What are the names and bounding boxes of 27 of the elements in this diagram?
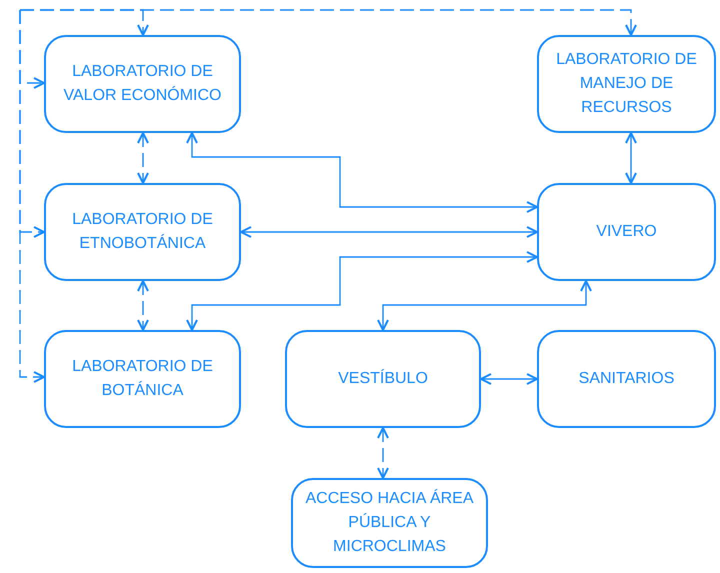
room-label: VIVERO bbox=[596, 222, 657, 242]
connector-arrow bbox=[137, 132, 149, 184]
room-box bbox=[44, 330, 241, 428]
connector-arrow bbox=[377, 427, 389, 479]
connector-arrow bbox=[480, 373, 538, 385]
room-label: SANITARIOS bbox=[578, 369, 674, 389]
connector-arrow bbox=[137, 280, 149, 331]
connector-arrow bbox=[625, 132, 637, 184]
room-label: VESTÍBULO bbox=[338, 368, 428, 389]
connector-arrow bbox=[240, 226, 538, 238]
connector-arrow bbox=[186, 251, 538, 331]
connector-arrow bbox=[20, 9, 637, 36]
room-label: ACCESO HACIA ÁREA PÚBLICA Y MICROCLIMAS bbox=[305, 488, 474, 557]
room-box bbox=[291, 478, 488, 568]
room-label: LABORATORIO DE BOTÁNICA bbox=[71, 357, 214, 401]
room-box bbox=[285, 330, 481, 428]
room-box bbox=[537, 35, 716, 133]
room-label: LABORATORIO DE MANEJO DE RECURSOS bbox=[555, 50, 698, 118]
room-label: LABORATORIO DE ETNOBOTÁNICA bbox=[71, 210, 214, 254]
connector-arrow bbox=[377, 280, 592, 331]
room-box bbox=[537, 183, 716, 281]
room-box bbox=[44, 183, 241, 281]
room-label: LABORATORIO DE VALOR ECONÓMICO bbox=[62, 62, 222, 106]
connector-arrow bbox=[19, 10, 45, 383]
room-box bbox=[44, 35, 241, 133]
room-box bbox=[537, 330, 716, 428]
connector-arrow bbox=[186, 132, 538, 213]
